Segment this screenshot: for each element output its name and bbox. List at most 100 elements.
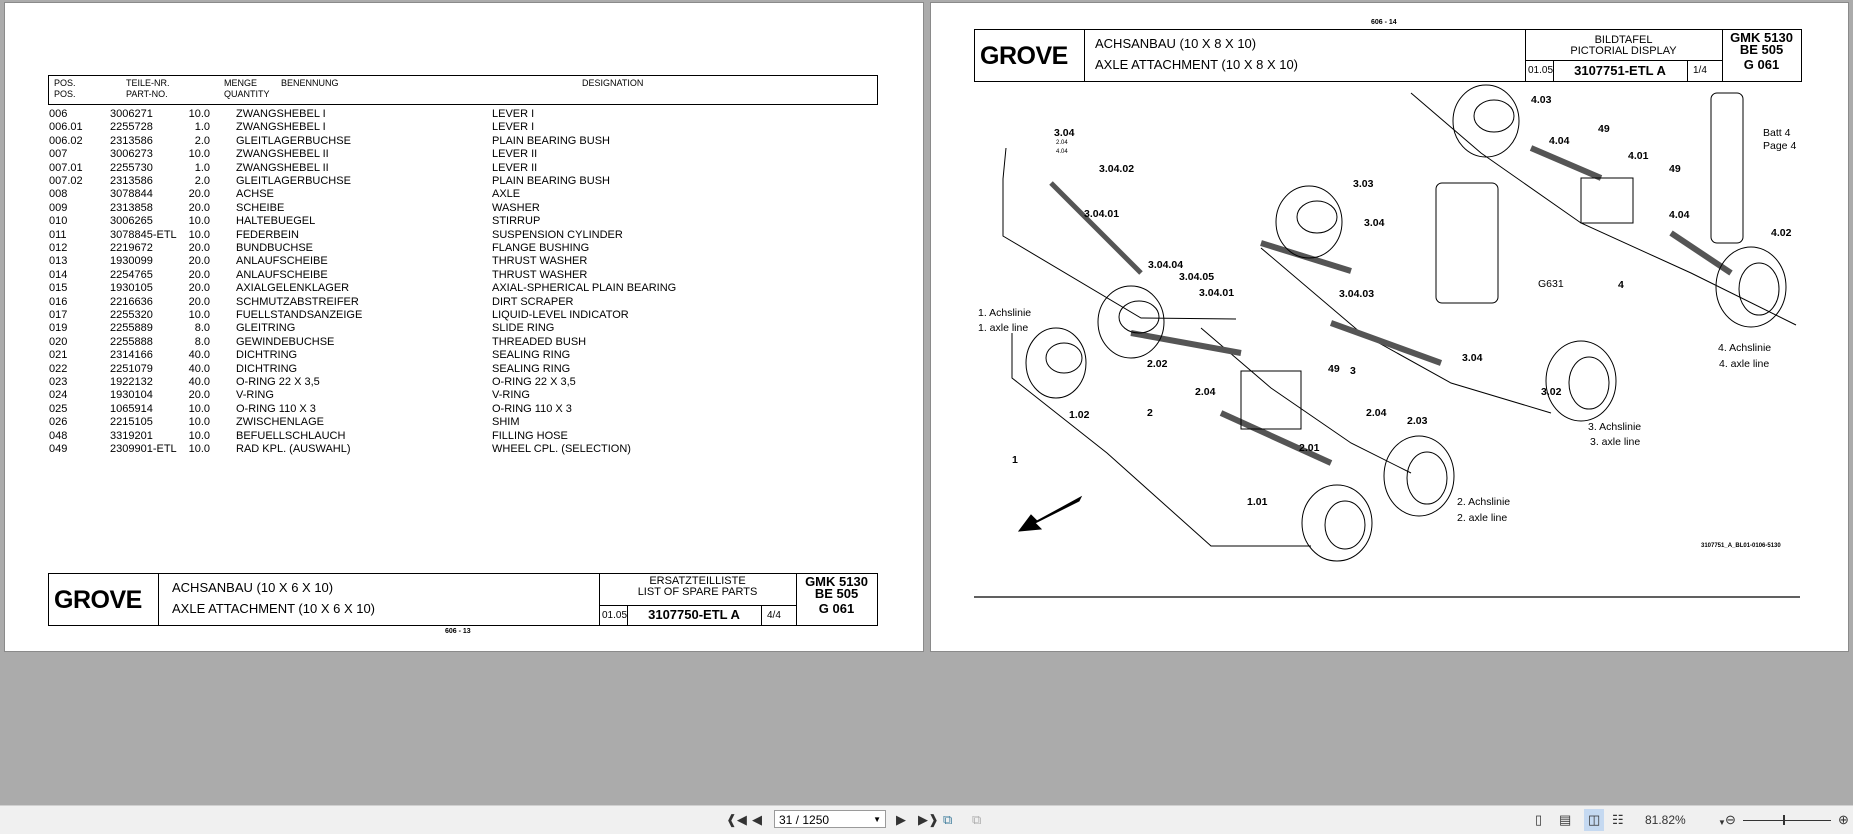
cell-benennung: ZWANGSHEBEL II [236,161,329,174]
cell-quantity: 20.0 [188,188,210,201]
axle-line-1 [1011,333,1311,547]
doc-type: BILDTAFEL PICTORIAL DISPLAY [1525,35,1722,57]
batt-ref: Batt 4 [1763,127,1791,139]
zoom-dropdown-icon[interactable]: ▼ [1718,818,1726,827]
callout: 4.02 [1771,227,1792,239]
cell-pos: 048 [49,429,68,442]
header-qty-de: MENGE [224,78,258,88]
model-block: GMK 5130 BE 505 G 061 [796,575,877,616]
last-page-icon[interactable]: ▶❱ [918,812,939,827]
cell-part-no: 1930099 [110,255,153,268]
doc-date: 01.05 [602,610,628,621]
cell-part-no: 2314166 [110,349,153,362]
cell-quantity: 10.0 [188,215,210,228]
wheel-2-02 [1097,285,1165,359]
callout: 3.03 [1353,178,1374,190]
two-page-view-icon[interactable]: ◫ [1584,809,1605,831]
cell-benennung: DICHTRING [236,362,298,375]
cell-quantity: 10.0 [188,443,210,455]
group-number: G 061 [818,601,855,616]
continuous-view-icon[interactable]: ▤ [1559,812,1572,827]
pdf-page-left: POS. POS. TEILE-NR. PART-NO. MENGE QUANT… [4,2,924,652]
cell-part-no: 2309901-ETL [110,443,177,455]
doc-type-de: BILDTAFEL [1594,34,1653,46]
title-de: ACHSANBAU (10 X 8 X 10) [1095,36,1257,51]
callout: 3.04 [1364,217,1385,229]
cell-designation: V-RING [492,389,530,402]
callout: 3.04.02 [1099,163,1135,175]
cell-pos: 011 [49,228,67,241]
page-number-input[interactable]: 31 / 1250 ▼ [774,810,886,828]
zoom-in-icon[interactable]: ⊕ [1838,812,1849,827]
cell-part-no: 1930105 [110,282,153,295]
group-bracket-304 [1002,147,1237,320]
parts-table-header: POS. POS. TEILE-NR. PART-NO. MENGE QUANT… [48,75,878,105]
next-page-icon[interactable]: ▶ [896,812,906,827]
axle-line-1-de: 1. Achslinie [978,307,1032,319]
cell-benennung: O-RING 110 X 3 [236,402,316,415]
zoom-level[interactable]: 81.82% [1645,813,1686,827]
cell-pos: 022 [49,362,68,375]
callout: 3.04.05 [1179,271,1215,283]
chevron-down-icon[interactable]: ▼ [873,815,881,824]
cell-benennung: GEWINDEBUCHSE [236,335,335,348]
cell-quantity: 40.0 [188,349,210,362]
first-page-icon[interactable]: ❰◀ [726,812,747,827]
cell-designation: AXLE [492,188,521,201]
cell-benennung: ACHSE [236,188,274,201]
cell-benennung: HALTEBUEGEL [236,215,316,228]
cell-quantity: 20.0 [188,255,210,268]
single-page-view-icon[interactable]: ▯ [1535,812,1543,827]
callout: 1 [1012,454,1018,466]
callout: 4.01 [1628,150,1649,162]
doc-number: 3107750-ETL A [648,607,740,622]
zoom-slider[interactable] [1743,820,1831,821]
cell-designation: O-RING 22 X 3,5 [492,376,576,388]
cell-pos: 009 [49,201,68,214]
cell-quantity: 20.0 [188,242,210,254]
cell-designation: LEVER II [492,148,538,161]
cell-benennung: GLEITLAGERBUCHSE [236,134,351,147]
page-view-icon[interactable]: ⧉ [972,812,982,827]
cell-part-no: 2254765 [110,268,153,281]
wheel-1-01 [1301,484,1373,562]
cell-benennung: ZWANGSHEBEL II [236,148,329,161]
cell-quantity: 20.0 [188,389,210,402]
axle-line-4-en: 4. axle line [1719,358,1770,370]
direction-arrow [1017,495,1083,532]
cell-pos: 006.01 [49,121,83,134]
two-page-continuous-view-icon[interactable]: ☷ [1612,812,1624,827]
cell-quantity: 10.0 [188,108,210,120]
rotate-page-icon[interactable]: ⧉ [943,812,953,827]
callout: 1.02 [1069,409,1090,421]
cell-pos: 010 [49,215,68,228]
cell-designation: SEALING RING [492,362,571,375]
cell-designation: SEALING RING [492,349,571,362]
doc-type-en: LIST OF SPARE PARTS [637,586,758,598]
title-en: AXLE ATTACHMENT (10 X 6 X 10) [172,601,376,616]
callout: 3.04 [1054,127,1075,139]
cell-part-no: 2255728 [110,121,153,134]
model-block: GMK 5130 BE 505 G 061 [1722,31,1801,71]
axle-line-4-de: 4. Achslinie [1718,342,1772,354]
cell-part-no: 2313586 [110,175,153,187]
cell-benennung: ZWISCHENLAGE [236,416,325,429]
cell-part-no: 2255320 [110,309,153,321]
axle-line-2-en: 2. axle line [1457,512,1508,524]
zoom-slider-thumb[interactable] [1782,815,1785,825]
previous-page-icon[interactable]: ◀ [752,812,762,827]
sheet-number: 4/4 [767,610,781,621]
cell-designation: SLIDE RING [492,322,555,335]
grove-logo: GROVE [980,42,1068,70]
header-name-de: BENENNUNG [281,78,339,88]
cell-designation: THREADED BUSH [492,335,587,348]
zoom-out-icon[interactable]: ⊖ [1725,812,1736,827]
cell-part-no: 2251079 [110,362,153,375]
shaft [1130,330,1242,356]
